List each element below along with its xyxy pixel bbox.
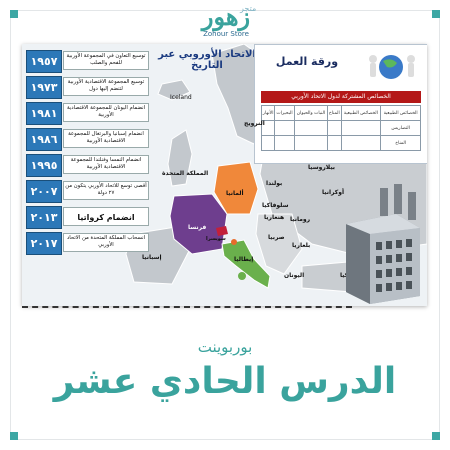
timeline-year: ٢٠٠٧ bbox=[26, 180, 62, 203]
brand-small: متجر bbox=[240, 4, 257, 13]
map-label-bulgaria: بلغاريا bbox=[292, 242, 311, 249]
timeline-year: ٢٠١٣ bbox=[26, 206, 62, 229]
table-cell: الأنهار bbox=[260, 105, 276, 121]
timeline-year: ١٩٧٣ bbox=[26, 76, 62, 99]
map-label-switzerland: سويسرا bbox=[206, 236, 226, 242]
map-label-ukraine: أوكرانيا bbox=[322, 189, 345, 196]
timeline-year: ١٩٥٧ bbox=[26, 50, 62, 73]
map-label-slovakia: سلوفاكيا bbox=[262, 202, 289, 209]
corner-decoration bbox=[10, 432, 18, 440]
map-label-france: فرنسا bbox=[188, 224, 207, 231]
worksheet-table: الأنهار البحيرات النبات والحيوان المناخ … bbox=[260, 105, 421, 151]
table-cell: النبات والحيوان bbox=[293, 105, 329, 121]
worksheet-header: الخصائص المشتركة لدول الاتحاد الأوربي bbox=[261, 91, 421, 103]
map-label-greece: اليونان bbox=[284, 272, 305, 279]
timeline-text: توسيع التعاون في المجموعة الأوربية للفحم… bbox=[63, 51, 149, 70]
slide-divider bbox=[22, 306, 352, 308]
map-label-belarus: بيلاروسيا bbox=[308, 164, 336, 171]
map-label-uk: المملكة المتحدة bbox=[162, 170, 209, 177]
worksheet-title: ورقة العمل bbox=[275, 55, 339, 68]
timeline-text: انسحاب المملكة المتحدة من الاتحاد الأورب… bbox=[63, 233, 149, 252]
timeline-year: ٢٠١٧ bbox=[26, 232, 62, 255]
timeline-text: انضمام كرواتيا bbox=[63, 207, 149, 226]
map-title: الاتحاد الأوروبي عبر التاريخ bbox=[158, 49, 256, 71]
map-label-spain: إسبانيا bbox=[142, 254, 162, 261]
map-label-norway: النرويج bbox=[244, 120, 265, 127]
table-cell: الخصائص الطبيعية bbox=[340, 105, 382, 121]
corner-decoration bbox=[432, 10, 440, 18]
figure-globe-icon bbox=[369, 55, 415, 79]
timeline-year: ١٩٨١ bbox=[26, 102, 62, 125]
worksheet-panel: ورقة العمل الخصائص المشتركة لدول الاتحاد… bbox=[254, 44, 427, 164]
map-label-romania: رومانيا bbox=[290, 216, 311, 223]
building-icon bbox=[346, 184, 420, 304]
brand-tagline: Zohour Store bbox=[203, 30, 249, 38]
brand-logo: زهور متجر Zohour Store bbox=[190, 4, 262, 42]
map-label-germany: ألمانيا bbox=[226, 190, 244, 197]
corner-decoration bbox=[432, 432, 440, 440]
table-cell: التضاريس bbox=[380, 120, 421, 136]
table-cell: المناخ bbox=[380, 135, 421, 151]
map-label-poland: بولندا bbox=[266, 180, 283, 187]
map-label-iceland: Iceland bbox=[170, 94, 192, 101]
lesson-type: بوربوينت bbox=[197, 338, 253, 356]
brand-name: زهور bbox=[201, 2, 251, 31]
timeline-text: انضمام اليونان للمجموعة الاقتصادية الأور… bbox=[63, 103, 149, 122]
table-cell: الخصائص الطبيعية bbox=[380, 105, 421, 121]
table-cell: المناخ bbox=[327, 105, 342, 121]
timeline-text: انضمام النمسا وفنلندا للمجموعة الاقتصادي… bbox=[63, 155, 149, 174]
table-cell: البحيرات bbox=[274, 105, 295, 121]
timeline-year: ١٩٨٦ bbox=[26, 128, 62, 151]
timeline-text: توسيع المجموعة الاقتصادية الأوربية لتنضم… bbox=[63, 77, 149, 96]
map-label-serbia: صربيا bbox=[268, 234, 285, 241]
timeline-text: أقصى توسع للاتحاد الأوربي يتكون من ٢٧ دو… bbox=[63, 181, 149, 200]
map-label-italy: إيطاليا bbox=[234, 256, 254, 263]
timeline-year: ١٩٩٥ bbox=[26, 154, 62, 177]
map-label-hungary: هنغاريا bbox=[264, 214, 285, 221]
timeline-text: انضمام إسبانيا والبرتغال للمجموعة الاقتص… bbox=[63, 129, 149, 148]
lesson-title: الدرس الحادي عشر bbox=[53, 361, 397, 402]
corner-decoration bbox=[10, 10, 18, 18]
